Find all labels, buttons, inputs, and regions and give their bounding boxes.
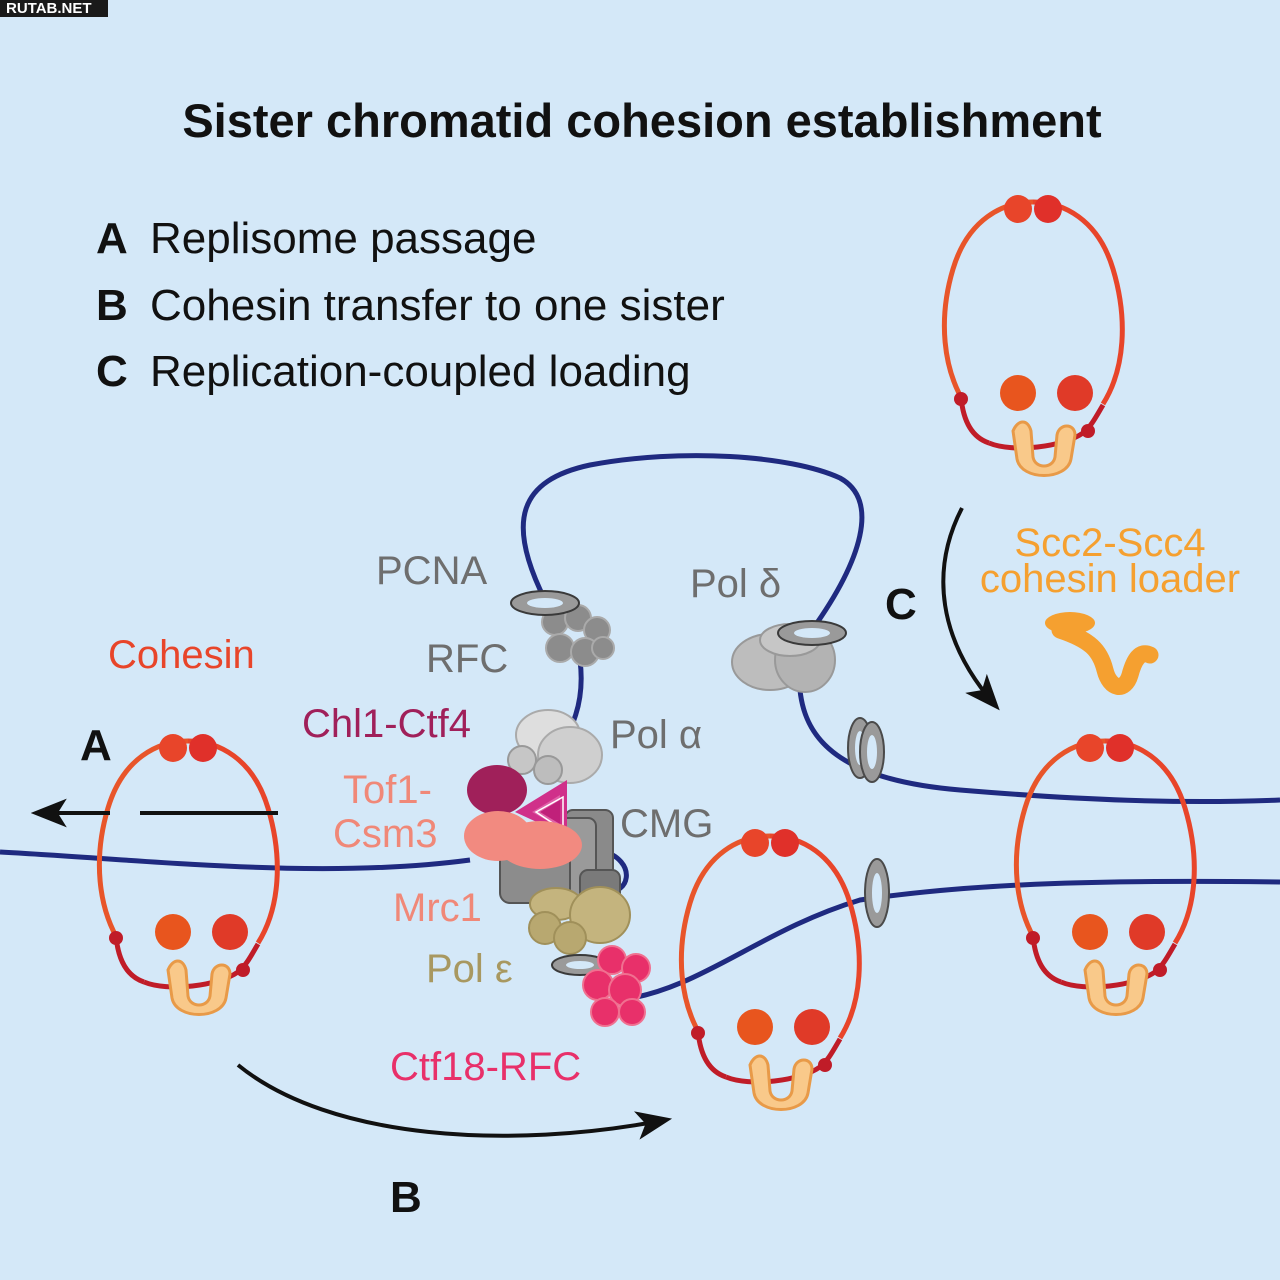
legend-key-b: B: [96, 281, 128, 330]
label-ctf18-rfc: Ctf18-RFC: [390, 1045, 581, 1089]
arrow-label-b: B: [390, 1173, 422, 1222]
arrow-label-c: C: [885, 580, 917, 629]
pcna-ring-free-2: [864, 858, 890, 928]
label-cohesin: Cohesin: [108, 633, 255, 677]
label-loader-line2: cohesin loader: [980, 557, 1240, 601]
pol-epsilon: [528, 886, 631, 955]
parental-dna-strand: [0, 849, 471, 872]
lagging-strand-dna: [797, 689, 1280, 805]
loading-arrow: [941, 507, 1000, 711]
transfer-arrow: [236, 1063, 673, 1140]
label-mrc1: Mrc1: [393, 886, 482, 930]
label-loader-line1: Scc2-Scc4: [1014, 521, 1205, 565]
legend-text-b: Cohesin transfer to one sister: [150, 281, 725, 330]
label-cmg: CMG: [620, 802, 713, 846]
figure-title: Sister chromatid cohesion establishment: [182, 94, 1102, 147]
tof1-csm3: [464, 811, 582, 869]
pol-alpha: [507, 709, 603, 785]
pol-delta: [731, 620, 847, 693]
label-chl1-ctf4: Chl1-Ctf4: [302, 702, 471, 746]
legend-text-a: Replisome passage: [150, 214, 536, 263]
scc2-scc4-loader: [1045, 612, 1159, 695]
label-pol-alpha: Pol α: [610, 713, 702, 757]
legend-key-a: A: [96, 214, 128, 263]
label-pol-delta: Pol δ: [690, 562, 781, 606]
chl1-subunit: [467, 765, 527, 815]
ctf4-trimer: [515, 780, 567, 836]
label-pol-epsilon: Pol ε: [426, 947, 513, 991]
watermark-text: RUTAB.NET: [6, 0, 92, 17]
label-rfc: RFC: [426, 637, 508, 681]
legend-key-c: C: [96, 347, 128, 396]
pcna-ring-lagging: [510, 590, 580, 616]
label-pcna: PCNA: [376, 549, 487, 593]
rfc-clamp-loader: [541, 604, 615, 667]
arrow-label-a: A: [80, 721, 112, 770]
pcna-ring-free-1: [847, 717, 885, 783]
legend-text-c: Replication-coupled loading: [150, 347, 691, 396]
label-tof1: Tof1-: [343, 768, 432, 812]
watermark-badge: [0, 0, 108, 17]
okazaki-loop-dna: [520, 453, 865, 632]
ctf18-rfc: [582, 945, 651, 1027]
label-csm3: Csm3: [333, 812, 437, 856]
